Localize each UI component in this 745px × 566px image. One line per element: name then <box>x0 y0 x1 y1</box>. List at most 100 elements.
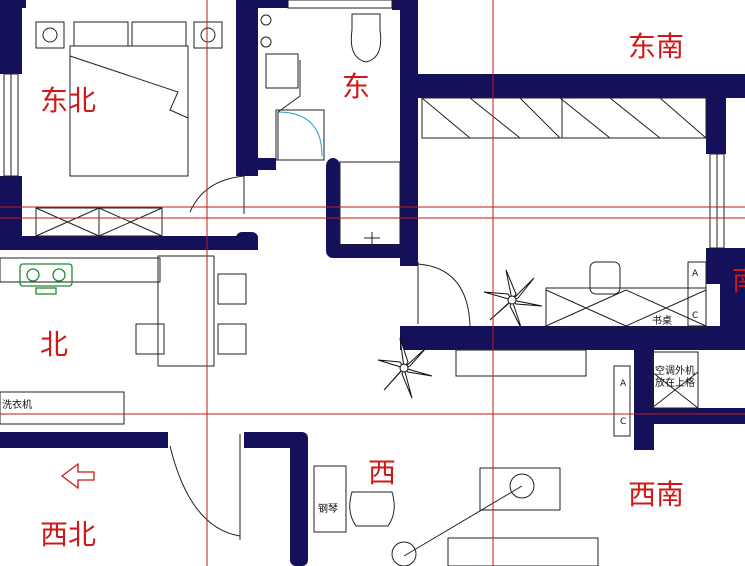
wall-segment <box>236 162 258 174</box>
wardrobe <box>421 97 707 139</box>
floor-lamp-base <box>391 541 417 566</box>
washbasin <box>265 53 299 89</box>
direction-label-northwest: 西北 <box>40 518 96 551</box>
wall-segment <box>418 74 745 98</box>
desk-cross <box>545 289 707 327</box>
piano <box>313 465 347 533</box>
office-chair <box>589 261 621 295</box>
floor-drain <box>364 232 380 244</box>
wall-segment <box>290 432 308 566</box>
tap-icon <box>260 14 272 26</box>
wall-segment <box>400 256 418 266</box>
desk <box>545 287 707 329</box>
wall-segment <box>0 0 22 74</box>
wall-segment <box>0 432 168 448</box>
dining-table <box>157 255 215 367</box>
bookshelf <box>687 261 707 327</box>
sofa <box>447 537 599 566</box>
door-swing-west <box>169 434 241 540</box>
wall-segment <box>236 232 258 250</box>
wall-segment <box>706 74 726 154</box>
wall-segment <box>244 432 300 448</box>
wall-segment <box>8 10 22 16</box>
wall-segment <box>720 284 745 350</box>
entrance-arrow-icon <box>60 462 95 490</box>
lamp <box>200 27 216 43</box>
potted-plant-icon <box>377 337 433 399</box>
lamp-arm <box>403 485 523 557</box>
rug <box>479 467 561 511</box>
furniture <box>0 13 707 566</box>
plants <box>377 269 543 399</box>
doors <box>169 172 471 540</box>
windows <box>3 0 725 249</box>
toilet <box>350 13 382 63</box>
wardrobe-cross <box>35 207 163 237</box>
bath-corner-line <box>277 60 324 161</box>
pillow <box>73 21 129 47</box>
tap-icon <box>260 36 272 48</box>
ac-unit-label: 空调外机 <box>655 364 695 377</box>
bed-blanket-fold <box>69 55 189 119</box>
ac-unit-label: 放在上格 <box>655 376 695 389</box>
nightstand <box>35 21 65 49</box>
cabinet-label: A <box>692 269 699 279</box>
desk-label: 书桌 <box>652 314 672 327</box>
wall-segment <box>258 0 288 8</box>
bed <box>69 45 189 177</box>
wall-segment <box>0 0 26 8</box>
cabinet <box>613 365 631 437</box>
pillow <box>131 21 187 47</box>
direction-label-northeast: 东北 <box>40 84 96 117</box>
shower-tray <box>275 109 325 161</box>
wall-segment <box>706 248 745 284</box>
ac-unit-cross <box>651 371 699 409</box>
wall-segment <box>236 0 258 176</box>
door-swing-study <box>417 262 471 327</box>
washer-label: 洗衣机 <box>2 398 32 411</box>
direction-label-southeast: 东南 <box>628 30 684 63</box>
piano-stool <box>349 491 395 527</box>
lamp <box>42 27 58 43</box>
cabinet-label: A <box>620 379 627 389</box>
direction-label-east: 东 <box>342 70 370 103</box>
direction-label-southwest: 西南 <box>628 478 684 511</box>
kitchen-counter <box>0 257 161 283</box>
wall-segment <box>634 408 745 424</box>
wall-segment <box>326 244 418 258</box>
stove-body <box>19 263 73 287</box>
window <box>287 0 393 9</box>
wall-segment <box>634 340 654 450</box>
washer-shelf <box>0 391 125 425</box>
wardrobe-doors <box>421 97 707 139</box>
ac-unit-box <box>651 351 699 409</box>
direction-label-west: 西 <box>368 456 396 489</box>
door-swing-bedroom <box>189 172 245 214</box>
nightstand <box>193 21 223 49</box>
burner-icon <box>26 268 40 282</box>
utility-closet <box>339 161 401 247</box>
sideboard <box>455 349 587 377</box>
wall-segment <box>400 0 418 264</box>
cabinet-label: C <box>620 417 626 427</box>
chair <box>217 323 247 355</box>
burner-icon <box>52 268 66 282</box>
wall-segment <box>400 326 745 350</box>
wall-segment <box>256 158 276 170</box>
wall-segment <box>0 176 22 246</box>
chair <box>135 323 165 355</box>
cabinet-label: C <box>692 311 698 321</box>
potted-plant-icon <box>483 269 543 331</box>
direction-label-north: 北 <box>40 328 68 361</box>
direction-label-south: 南 <box>732 264 745 297</box>
piano-label: 钢琴 <box>318 502 338 515</box>
stove-base <box>35 287 57 295</box>
chair <box>217 273 247 305</box>
wall-segment <box>0 236 258 250</box>
bathroom-door-swing <box>277 111 323 157</box>
floor-lamp <box>509 473 535 499</box>
